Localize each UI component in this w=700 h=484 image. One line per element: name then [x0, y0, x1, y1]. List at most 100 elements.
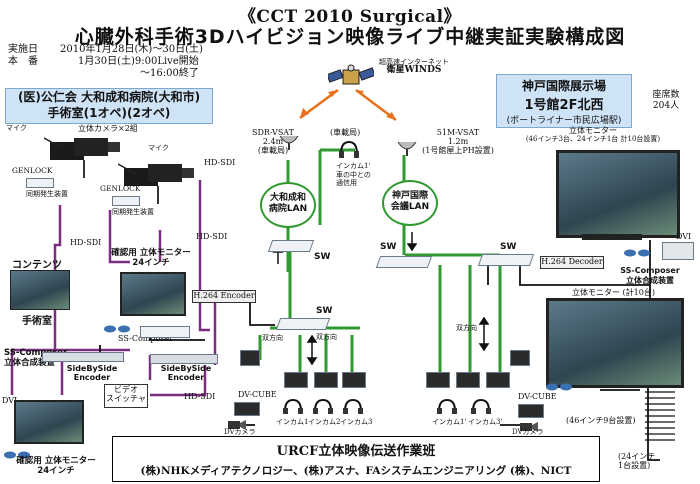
hd-sdi-label-1: HD-SDI [204, 158, 236, 167]
check-monitor-mid [120, 272, 186, 316]
sync-generator-2-label: 同期発生装置 [112, 208, 154, 216]
monitor-24-line-2: 1台設置) [618, 461, 651, 470]
dv-cube-left-label: DV-CUBE [238, 390, 277, 399]
dv-cube-left-icon [234, 402, 260, 416]
incam-right-2: インカム3' [468, 418, 503, 426]
ss-composer-center-icon [140, 326, 190, 338]
headset-left-3-icon [342, 398, 364, 414]
switch-label-2: SW [380, 242, 397, 252]
sbs-encoder-2-line-1: SideBySide [160, 364, 212, 373]
ss-composer-left-line-1: SS-Composer [4, 348, 68, 358]
check-monitor-mid-line-2: 24インチ [132, 258, 170, 268]
vsat-left-line-1: SDR-VSAT [252, 128, 294, 137]
intercom-unit-left-3 [342, 372, 366, 388]
incam-note-line-1: インカム1' [336, 162, 371, 170]
intercom-unit-left-2 [314, 372, 338, 388]
check-monitor-bottom-label: 確認用 立体モニター 24インチ [8, 456, 104, 476]
dv-camera-left-label: DVカメラ [224, 428, 256, 436]
incam-right-1: インカム1' [432, 418, 467, 426]
dvi-label-left: DVI [2, 396, 18, 405]
headset-right-1-icon [436, 398, 458, 414]
satellite-label: 超高速インターネット 衛星WINDS [372, 58, 456, 75]
sync-generator-2-icon [112, 196, 140, 206]
hospital-panel: (医)公仁会 大和成和病院(大和市) 手術室(1オペ)(2オペ) [5, 88, 213, 124]
headset-right-2-icon [470, 398, 492, 414]
monitor-mid-label: 立体モニター (計10台) [572, 288, 655, 297]
seat-count-value: 204人 [652, 101, 680, 111]
3d-glasses-icon-2 [4, 444, 30, 459]
h264-encoder: H.264 Encoder [192, 290, 256, 303]
dv-cube-right-icon [518, 404, 544, 418]
sync-generator-1-icon [26, 178, 54, 188]
seat-count: 座席数 204人 [638, 90, 694, 112]
check-monitor-mid-label: 確認用 立体モニター 24インチ [100, 248, 202, 268]
switch-label-3: SW [316, 306, 333, 316]
monitor-top-stand [582, 234, 642, 240]
video-switcher-line-1: ビデオ [114, 385, 138, 394]
incam-left-2: インカム2 [308, 418, 341, 426]
dvi-label-right: DVI [676, 232, 692, 241]
check-monitor-mid-line-1: 確認用 立体モニター [111, 248, 191, 258]
monitor-top-label: 立体モニター (46インチ3台、24インチ1台 計10台設置) [518, 126, 668, 144]
schedule-value-3: 〜16:00終了 [140, 68, 199, 79]
lan-left-line-2: 病院LAN [268, 204, 308, 214]
lan-left: 大和成和 病院LAN [260, 182, 316, 228]
switch-icon-1 [267, 240, 315, 252]
satellite-icon [326, 62, 376, 92]
bidir-label-1: 双方向 [262, 334, 283, 342]
stereo-monitor-top [556, 150, 680, 238]
sbs-encoder-2-icon [150, 354, 218, 364]
footer-box: URCF立体映像伝送作業班 (株)NHKメディアテクノロジー、(株)アスナ、FA… [112, 436, 600, 482]
ss-composer-left-line-2: 立体合成装置 [4, 358, 56, 368]
subtitle: 心臓外科手術3Dハイビジョン映像ライブ中継実証実験構成図 [74, 26, 626, 48]
headset-left-1-icon [282, 398, 304, 414]
lan-right: 神戸国際 会議LAN [382, 180, 438, 226]
sbs-encoder-1-line-1: SideBySide [66, 364, 118, 373]
lan-left-line-1: 大和成和 [269, 193, 306, 203]
genlock-label-1: GENLOCK [12, 166, 53, 175]
intercom-unit-right-1 [426, 372, 450, 388]
footer-title: URCF立体映像伝送作業班 [276, 444, 436, 459]
dv-camera-right-label: DVカメラ [512, 428, 544, 436]
switch-icon-3 [275, 318, 331, 330]
incam-left-1: インカム1 [276, 418, 309, 426]
headset-left-2-icon [312, 398, 334, 414]
stereo-camera-1-icon [43, 134, 128, 178]
ss-composer-right-icon [662, 242, 694, 260]
ss-composer-right-line-1: SS-Composer [620, 266, 680, 275]
schedule-value-1: 2010年1月28日(木)〜30日(土) [60, 44, 203, 55]
3d-glasses-icon-3 [624, 242, 650, 257]
3d-glasses-icon-4 [546, 376, 572, 391]
hd-sdi-label-2: HD-SDI [196, 232, 228, 241]
dish-left-icon [278, 134, 300, 150]
bidir-label-3: 双方向 [456, 324, 477, 332]
switch-label-1: SW [314, 252, 331, 262]
monitor-24-label: (24インチ 1台設置) [618, 452, 678, 470]
vehicle-label: (車載局) [330, 128, 361, 137]
mic-label-1: マイク [6, 124, 27, 132]
vsat-left-line-2: 2.4m [262, 137, 284, 146]
ss-composer-right-line-2: 立体合成装置 [626, 275, 674, 285]
dv-cube-right-label: DV-CUBE [518, 392, 557, 401]
vsat-right-line-2: 1.2m [447, 137, 469, 146]
switch-icon-4 [477, 254, 535, 266]
incam-left-3: インカム3 [340, 418, 373, 426]
vsat-left-label: SDR-VSAT 2.4m (車載局) [248, 128, 298, 155]
monitor-top-line-2: (46インチ3台、24インチ1台 計10台設置) [525, 135, 661, 143]
monitor-46-label: (46インチ9台設置) [566, 416, 636, 425]
dv-camera-left-icon [228, 416, 246, 430]
schedule: 実施日 2010年1月28日(木)〜30日(土) 本 番 1月30日(土)9:0… [8, 44, 203, 80]
h264-decoder: H.264 Decoder [540, 256, 604, 269]
footer-members: (株)NHKメディアテクノロジー、(株)アスナ、FAシステムエンジニアリング (… [140, 465, 572, 477]
intercom-unit-right-2 [456, 372, 480, 388]
kobe-venue: 神戸国際展示場 [521, 79, 606, 93]
3d-glasses-icon-1 [104, 318, 130, 333]
schedule-label-1: 実施日 [8, 44, 38, 55]
satellite-line-2: 衛星WINDS [386, 65, 442, 75]
or-room-photo [10, 270, 70, 310]
switch-label-4: SW [500, 242, 517, 252]
check-monitor-bottom-line-2: 24インチ [37, 466, 75, 476]
operating-rooms: 手術室(1オペ)(2オペ) [47, 106, 171, 120]
kobe-hall: 1号館2F北西 [524, 98, 604, 113]
headset-icon [338, 140, 360, 160]
